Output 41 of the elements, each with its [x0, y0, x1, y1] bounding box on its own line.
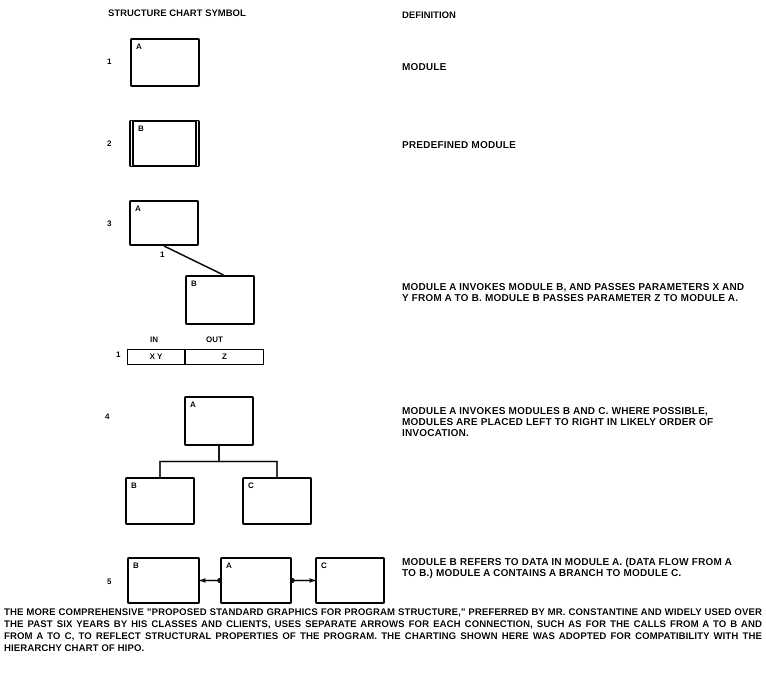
definition-text: MODULE B REFERS TO DATA IN MODULE A. (DATA FLOW FROM A TO B.) MODULE A CONTAINS A BRANCH TO MODULE C. [402, 557, 733, 579]
row-number: 3 [107, 218, 112, 229]
module-letter: B [191, 279, 197, 288]
module-letter: B [138, 124, 144, 133]
column-heading: OUT [206, 334, 223, 345]
column-heading: DEFINITION [402, 10, 456, 21]
row-number: 4 [105, 411, 110, 422]
module-letter: A [136, 42, 142, 51]
row-number: 1 [107, 56, 112, 67]
module-box [127, 557, 200, 604]
definition-text: PREDEFINED MODULE [402, 140, 517, 151]
predefined-module-box [129, 120, 200, 167]
module-letter: B [133, 561, 139, 570]
module-box [315, 557, 385, 604]
module-letter: C [248, 481, 254, 490]
caption-text: THE MORE COMPREHENSIVE "PROPOSED STANDARD GRAPHICS FOR PROGRAM STRUCTURE," PREFERRED BY MR. CONSTANTINE AND WIDELY USED OVER THE PAST SIX YEARS BY HIS CLASSES AND CLIENTS, USES SEPARATE ARROWS FOR EACH CONNECTION, SUCH AS FOR THE CALLS FROM A TO B AND FROM A TO C, TO REFLECT STRUCTURAL PROPERTIES OF THE PROGRAM. THE CHARTING SHOWN HERE WAS ADOPTED FOR COMPATIBILITY WITH THE HIERARCHY CHART OF HIPO. [4, 607, 762, 655]
module-box [184, 396, 254, 446]
module-box [125, 477, 195, 525]
connector-line [164, 245, 224, 276]
row-number: 1 [116, 349, 120, 360]
table-cell: X Y [127, 349, 185, 365]
module-box [130, 38, 200, 87]
module-letter: A [226, 561, 232, 570]
table-cell: Z [185, 349, 264, 365]
module-box [129, 200, 199, 246]
module-letter: C [321, 561, 327, 570]
module-box [185, 275, 255, 325]
module-box [220, 557, 292, 604]
definition-text: MODULE A INVOKES MODULES B AND C. WHERE POSSIBLE, MODULES ARE PLACED LEFT TO RIGHT IN LIKELY ORDER OF INVOCATION. [402, 406, 714, 439]
module-box [242, 477, 312, 525]
module-letter: B [131, 481, 137, 490]
connection-number: 1 [160, 249, 164, 260]
row-number: 5 [107, 576, 112, 587]
definition-text: MODULE A INVOKES MODULE B, AND PASSES PARAMETERS X AND Y FROM A TO B. MODULE B PASSES PARAMETER Z TO MODULE A. [402, 282, 746, 304]
connector-line [218, 446, 278, 477]
column-heading: STRUCTURE CHART SYMBOL [108, 8, 246, 19]
module-letter: A [190, 400, 196, 409]
column-heading: IN [150, 334, 158, 345]
module-letter: A [135, 204, 141, 213]
row-number: 2 [107, 138, 112, 149]
definition-text: MODULE [402, 62, 448, 73]
